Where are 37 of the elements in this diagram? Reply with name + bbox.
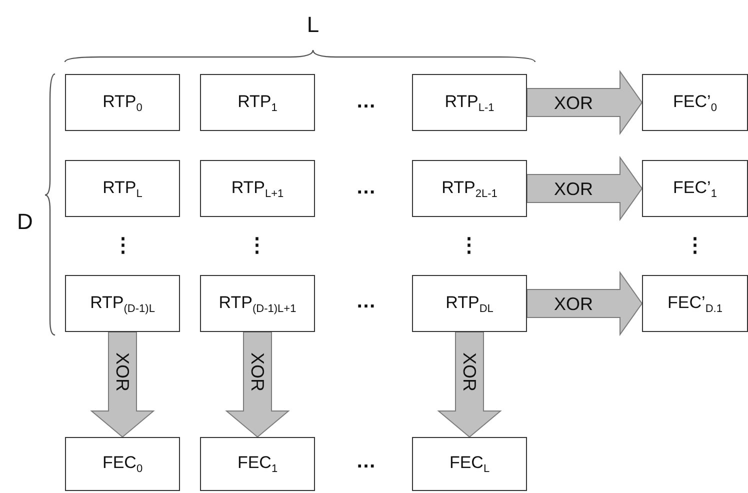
edge-label: XOR <box>114 352 132 391</box>
edge-label: XOR <box>554 94 593 112</box>
fec-packet-box: FEC’$_{0}$ <box>642 74 748 131</box>
ellipsis: ⋮ <box>113 234 133 258</box>
ellipsis: ⋮ <box>459 234 479 258</box>
block-arrow <box>90 332 155 438</box>
rtp-packet-box: RTP$_{L-1}$ <box>412 74 527 131</box>
edge-label: XOR <box>554 294 593 312</box>
rtp-packet-box: RTP$_{2L-1}$ <box>412 160 527 217</box>
block-arrow <box>526 156 643 222</box>
rtp-packet-box: RTP$_{1}$ <box>200 74 315 131</box>
block-arrow <box>526 70 643 136</box>
rtp-packet-box: RTP$_{DL}$ <box>412 275 527 332</box>
ellipsis: … <box>356 176 376 200</box>
fec-packet-box: FEC$_{L}$ <box>412 437 527 491</box>
fec-packet-box: FEC$_{0}$ <box>65 437 180 491</box>
fec-packet-box: FEC’$_{1}$ <box>642 160 748 217</box>
ellipsis: … <box>356 450 376 474</box>
ellipsis: ⋮ <box>247 234 267 258</box>
dimension-label: L <box>306 12 320 38</box>
ellipsis: … <box>356 290 376 314</box>
edge-label: XOR <box>554 180 593 198</box>
block-arrow <box>526 270 643 336</box>
fec-packet-box: FEC’$_{D.1}$ <box>642 275 748 332</box>
ellipsis: ⋮ <box>685 234 705 258</box>
fec-packet-box: FEC$_{1}$ <box>200 437 315 491</box>
rtp-packet-box: RTP$_{L+1}$ <box>200 160 315 217</box>
rtp-packet-box: RTP$_{0}$ <box>65 74 180 131</box>
dimension-label: D <box>17 209 33 235</box>
block-arrow <box>225 332 290 438</box>
rtp-packet-box: RTP$_{(D-1)L}$ <box>65 275 180 332</box>
rtp-packet-box: RTP$_{L}$ <box>65 160 180 217</box>
block-arrow <box>437 332 502 438</box>
ellipsis: … <box>356 90 376 114</box>
edge-label: XOR <box>460 352 478 391</box>
edge-label: XOR <box>248 352 266 391</box>
rtp-packet-box: RTP$_{(D-1)L+1}$ <box>200 275 315 332</box>
